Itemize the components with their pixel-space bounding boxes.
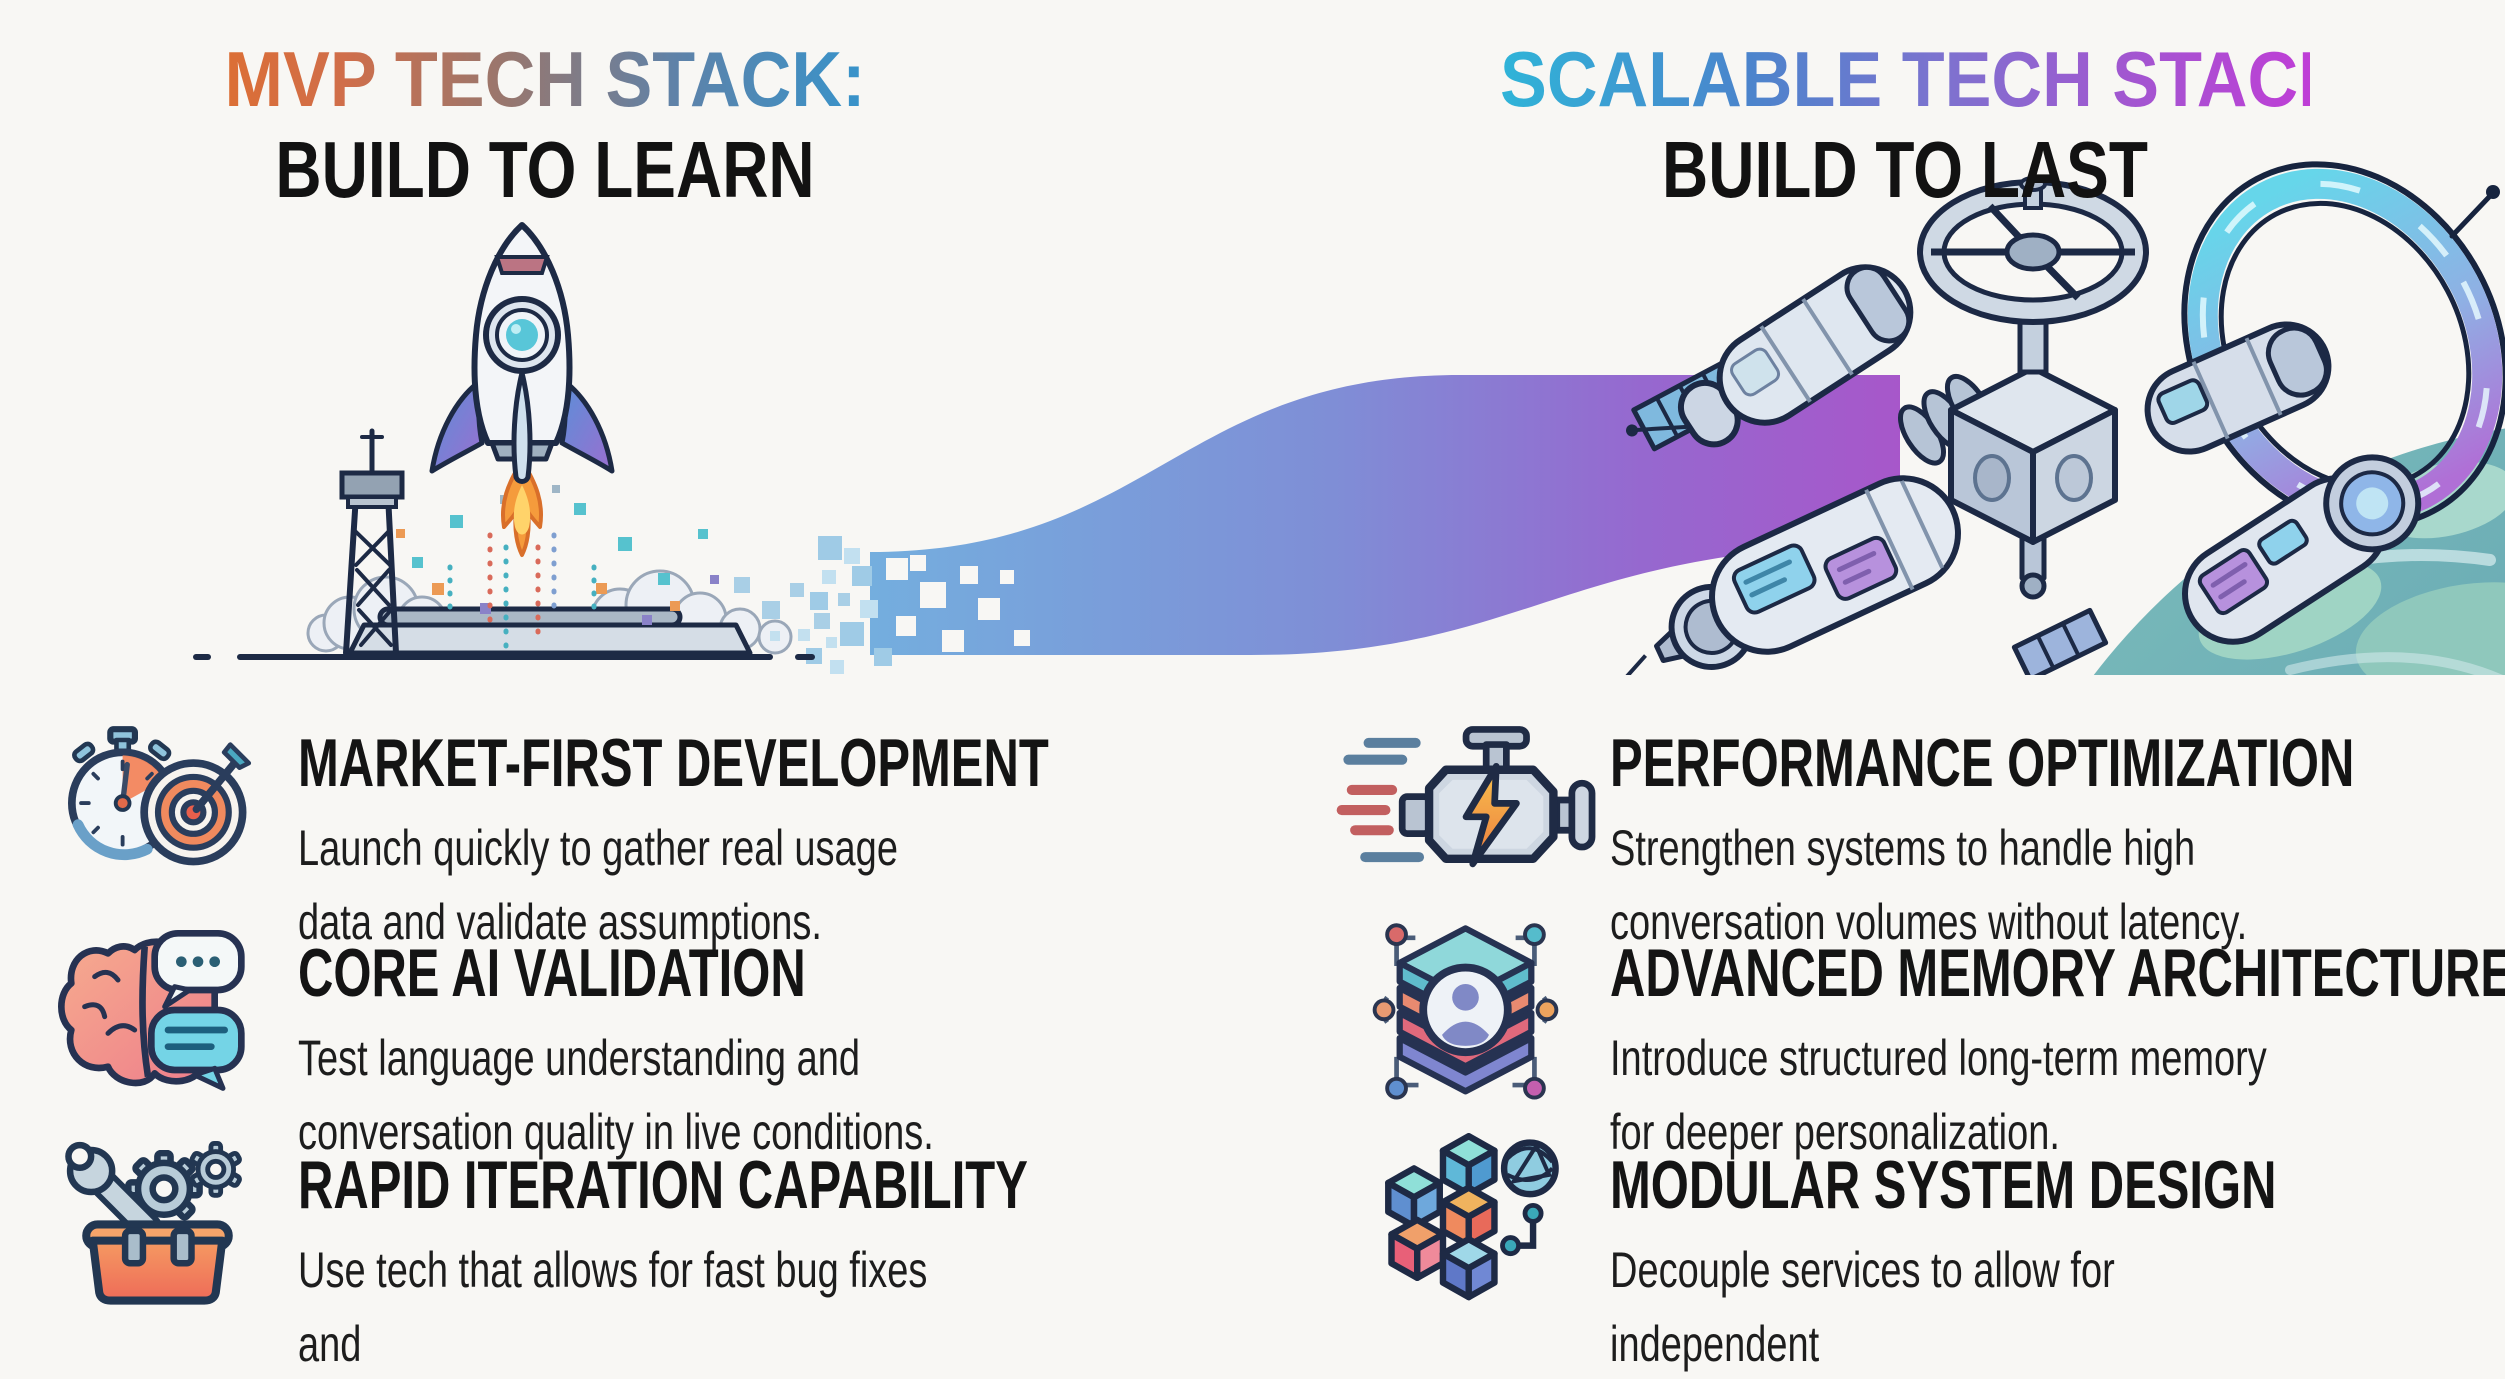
lightning-bolt bbox=[1462, 763, 1520, 868]
right-title: SCALABLE TECH STACK: bbox=[1500, 35, 2373, 123]
engine-icon bbox=[1318, 713, 1603, 887]
toolbox-icon bbox=[50, 1135, 265, 1309]
feature-heading: CORE AI VALIDATION bbox=[298, 935, 806, 1011]
connector-node bbox=[1499, 1202, 1544, 1256]
module-lower-left bbox=[1623, 475, 1961, 675]
rocket-flame bbox=[501, 459, 543, 557]
feature-body: Use tech that allows for fast bug fixes … bbox=[298, 1242, 928, 1372]
right-title-block: SCALABLE TECH STACK: BUILD TO LAST bbox=[1455, 34, 2373, 216]
feature-heading: MARKET-FIRST DEVELOPMENT bbox=[298, 725, 1049, 801]
stopwatch-target-icon bbox=[50, 713, 265, 887]
feature-body: Decouple services to allow for independe… bbox=[1610, 1242, 2115, 1372]
modular-cubes-icon bbox=[1350, 1132, 1580, 1315]
globe bbox=[1500, 1138, 1559, 1197]
ring-antenna bbox=[2449, 185, 2500, 239]
brain-chat-icon bbox=[50, 923, 265, 1097]
rocket-launch-illustration bbox=[193, 222, 850, 660]
central-cube-hub bbox=[1948, 365, 2118, 600]
feature-heading: PERFORMANCE OPTIMIZATION bbox=[1610, 725, 2355, 801]
launch-platform bbox=[347, 606, 753, 656]
toolbox-body bbox=[82, 1220, 233, 1305]
left-subtitle: BUILD TO LEARN bbox=[275, 125, 815, 214]
memory-stack-icon bbox=[1350, 923, 1580, 1103]
cube-left-front bbox=[1387, 1216, 1446, 1281]
module-right bbox=[2144, 321, 2332, 455]
rocket-tail-fin bbox=[511, 370, 533, 484]
swoosh-ribbon bbox=[870, 375, 1900, 655]
feature-body: Test language understanding and conversa… bbox=[298, 1030, 934, 1160]
feature-body: Strengthen systems to handle high conver… bbox=[1610, 820, 2248, 950]
gradient-swoosh bbox=[806, 375, 1900, 680]
feature-heading: MODULAR SYSTEM DESIGN bbox=[1610, 1147, 2277, 1223]
cube-left bbox=[1384, 1164, 1443, 1230]
cube-center bbox=[1439, 1183, 1498, 1249]
wrench bbox=[65, 1141, 163, 1243]
user-badge bbox=[1418, 963, 1512, 1057]
confetti-pixels bbox=[396, 485, 850, 648]
nose-band bbox=[494, 255, 550, 275]
feature-heading: RAPID ITERATION CAPABILITY bbox=[298, 1147, 1028, 1223]
porthole-glass bbox=[506, 319, 538, 351]
cube-bottom bbox=[1439, 1235, 1498, 1300]
feature-body: Launch quickly to gather real usage data… bbox=[298, 820, 898, 950]
top-wheel bbox=[1917, 176, 2149, 375]
rocket bbox=[429, 222, 615, 484]
right-subtitle: BUILD TO LAST bbox=[1662, 125, 2148, 214]
feature-heading: ADVANCED MEMORY ARCHITECTURE bbox=[1610, 935, 2505, 1011]
launch-tower bbox=[339, 428, 405, 656]
module-upper-left bbox=[1626, 264, 1914, 448]
module-lower-right bbox=[2182, 454, 2422, 645]
gears bbox=[125, 1141, 242, 1221]
space-station-illustration bbox=[1623, 161, 2505, 675]
speed-lines bbox=[1336, 737, 1424, 863]
feature-body: Introduce structured long-term memory fo… bbox=[1610, 1030, 2267, 1160]
exhaust-dot-trails bbox=[447, 532, 597, 656]
left-title: MVP TECH STACK: bbox=[185, 34, 905, 124]
swoosh-pixel-dissolve bbox=[806, 536, 1030, 680]
left-title-block: MVP TECH STACK: BUILD TO LEARN bbox=[145, 34, 945, 216]
